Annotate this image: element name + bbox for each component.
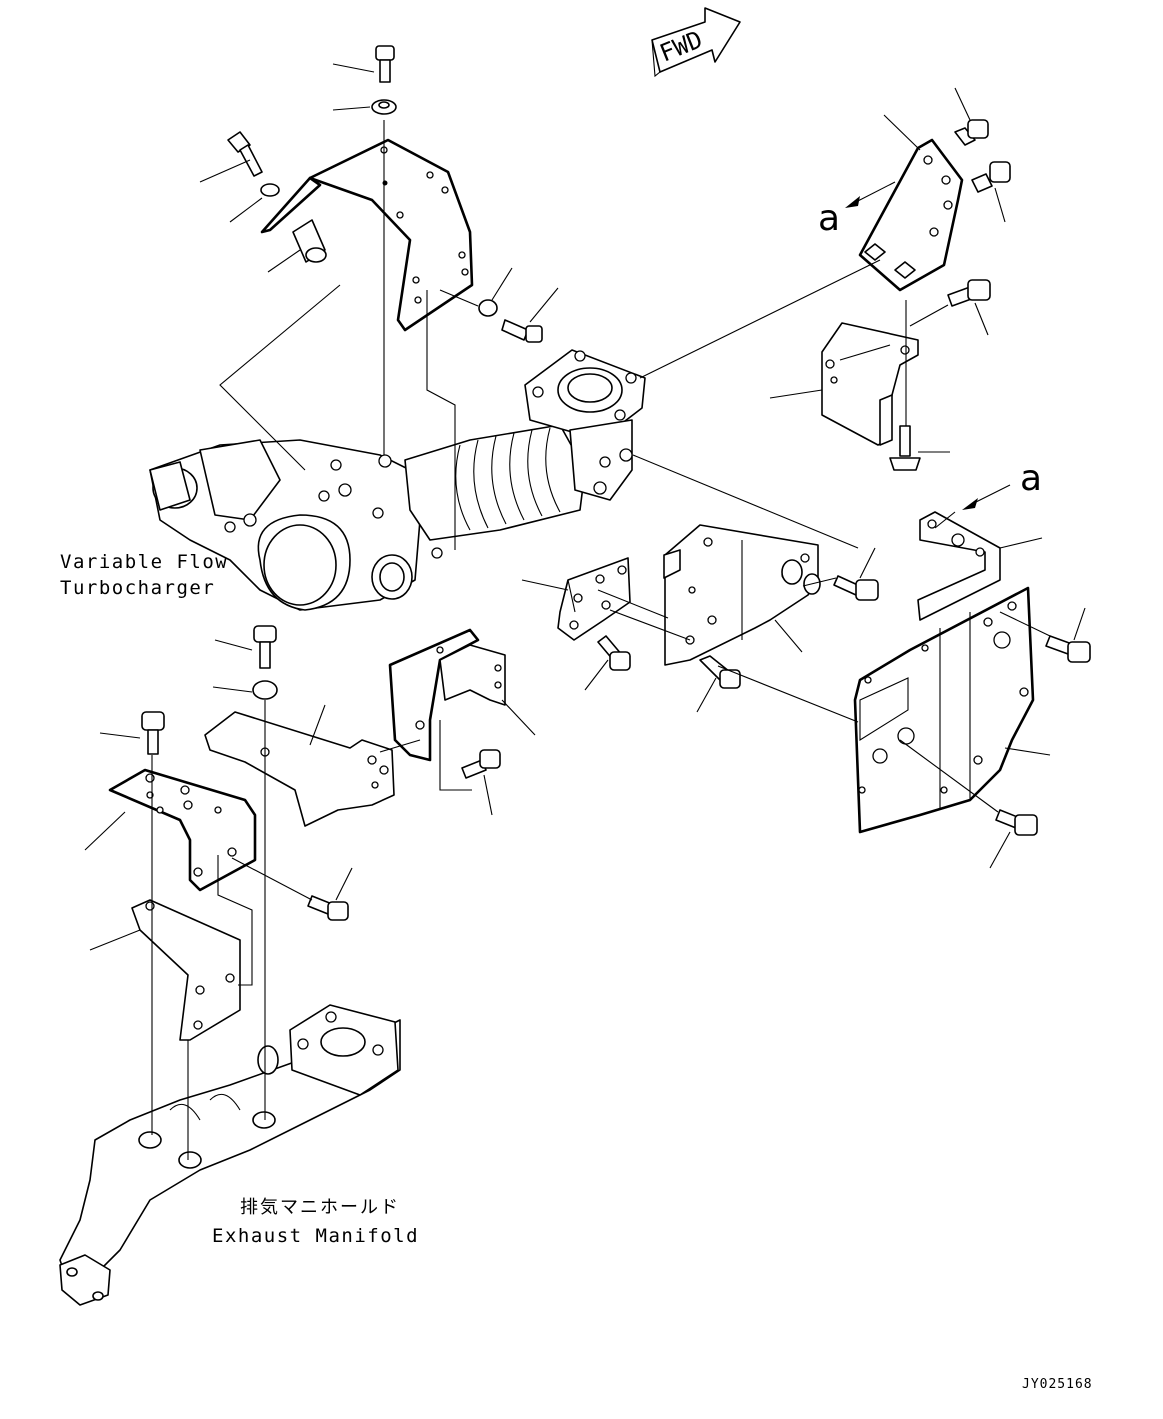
turbo-top-bracket xyxy=(260,138,474,332)
middle-heat-shield xyxy=(388,628,536,762)
washer-bolt-right xyxy=(478,267,559,343)
lower-right-bolt xyxy=(307,867,353,921)
turbocharger-label-line2: Turbocharger xyxy=(60,577,215,599)
lower-left-bracket-2 xyxy=(89,899,241,1041)
bellows-pipe xyxy=(404,424,586,541)
right-bolts xyxy=(989,607,1091,869)
spacer-collar xyxy=(267,219,327,273)
bolt-top xyxy=(332,45,395,83)
drawing-number: JY025168 xyxy=(1022,1377,1093,1392)
upper-right-bolts xyxy=(947,87,1011,336)
turbocharger xyxy=(149,439,443,611)
bolt-left xyxy=(199,131,280,223)
middle-bolts xyxy=(584,547,879,713)
upper-right-bracket xyxy=(858,114,964,292)
view-direction-arrow-icon-2: a xyxy=(962,458,1042,510)
manifold-label-en: Exhaust Manifold xyxy=(212,1225,419,1247)
turbocharger-label-line1: Variable Flow xyxy=(60,551,228,573)
middle-small-bracket xyxy=(521,557,631,641)
view-mark-right: a xyxy=(1020,458,1042,499)
right-heat-plate xyxy=(853,586,1051,834)
middle-left-bolt xyxy=(461,749,501,816)
lower-bolt-stack xyxy=(212,625,278,700)
right-l-bracket xyxy=(917,511,1043,621)
view-mark-top: a xyxy=(818,198,840,239)
outlet-flange xyxy=(524,349,646,501)
view-direction-arrow-icon: a xyxy=(818,181,896,239)
lower-left-bolt xyxy=(99,711,165,755)
angle-bracket-right xyxy=(769,322,919,446)
washer-top xyxy=(332,99,397,115)
stud-bolt-right xyxy=(889,425,950,471)
manifold-label-jp: 排気マニホールド xyxy=(240,1197,400,1218)
forward-arrow-icon: FWD xyxy=(651,7,741,78)
lower-left-mounting-plate xyxy=(84,768,257,892)
middle-bracket-plate xyxy=(663,524,821,666)
assembly-lines xyxy=(151,120,1051,1160)
exhaust-manifold xyxy=(59,1004,401,1306)
